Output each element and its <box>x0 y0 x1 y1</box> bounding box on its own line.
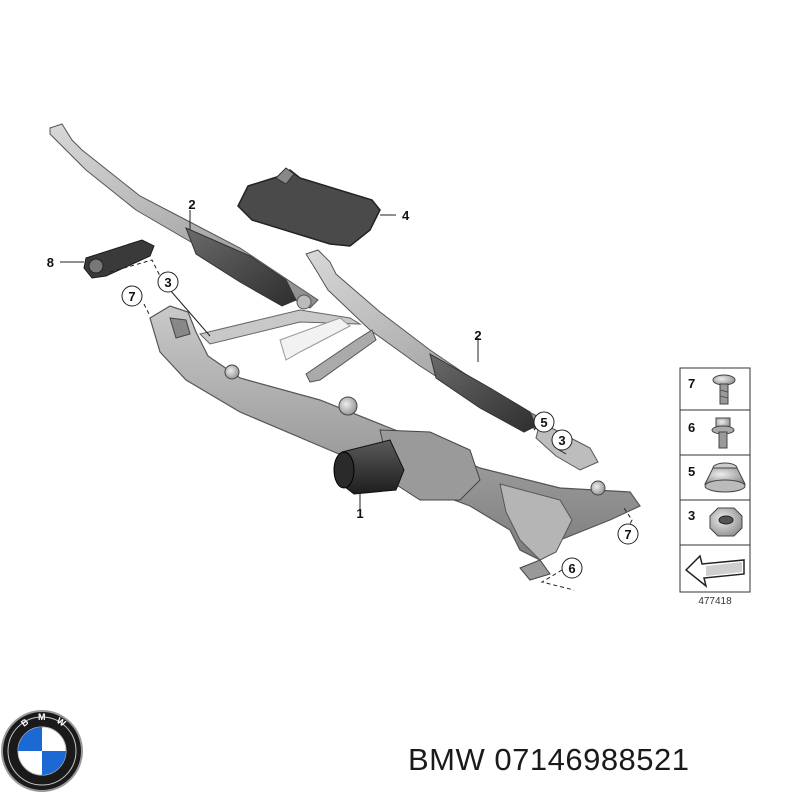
callout-6: 6 <box>568 561 575 576</box>
svg-text:M: M <box>38 712 46 722</box>
callout-5-circle <box>533 411 555 433</box>
callout-2-right: 2 <box>474 328 481 343</box>
bmw-logo: B M W <box>1 710 83 792</box>
wiper-cover-cap <box>237 167 381 247</box>
wiper-arm-left <box>49 123 319 310</box>
callout-3-right: 3 <box>558 433 565 448</box>
callout-3-left-circle <box>157 271 179 293</box>
callout-7-right-circle <box>617 523 639 545</box>
rubber-cap-icon <box>704 462 746 493</box>
flange-bolt-icon <box>711 417 735 449</box>
hex-nut-icon <box>709 507 743 537</box>
callout-1: 1 <box>356 506 363 521</box>
parts-legend: 7 6 5 3 477418 <box>679 367 751 607</box>
direction-arrow-icon <box>684 554 745 588</box>
callout-7-left: 7 <box>128 289 135 304</box>
legend-number-3: 3 <box>688 508 695 523</box>
diagram-id: 477418 <box>698 596 732 607</box>
legend-number-5: 5 <box>688 464 695 479</box>
legend-number-6: 6 <box>688 420 695 435</box>
svg-text:B: B <box>19 716 31 728</box>
bolt-icon <box>712 374 736 405</box>
callout-3-right-circle <box>551 429 573 451</box>
linkage-rods <box>199 309 377 383</box>
crank-lever <box>83 239 155 279</box>
callout-7-right: 7 <box>624 527 631 542</box>
callout-4: 4 <box>402 208 410 223</box>
wiper-frame-with-motor <box>149 305 641 581</box>
callout-labels: 2 8 4 2 1 3 7 5 3 7 6 <box>47 197 639 579</box>
callout-7-left-circle <box>121 285 143 307</box>
callout-5: 5 <box>540 415 547 430</box>
callout-2-left: 2 <box>188 197 195 212</box>
part-number-footer: BMW 07146988521 <box>408 742 690 777</box>
legend-number-7: 7 <box>688 376 695 391</box>
callout-8: 8 <box>47 255 54 270</box>
callout-3-left: 3 <box>164 275 171 290</box>
leader-lines <box>60 210 633 591</box>
callout-6-circle <box>561 557 583 579</box>
